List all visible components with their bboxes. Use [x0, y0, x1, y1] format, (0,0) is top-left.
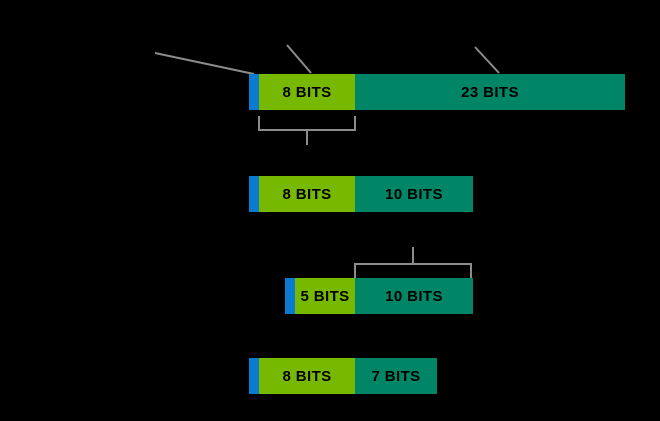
leader-line-sign: [154, 52, 255, 75]
segment-mantissa[interactable]: 7 BITS: [355, 358, 437, 394]
segment-label: 7 BITS: [371, 367, 421, 385]
bit-field-row: 8 BITS 23 BITS: [249, 74, 625, 110]
segment-mantissa[interactable]: 10 BITS: [355, 176, 473, 212]
segment-exponent[interactable]: 5 BITS: [295, 278, 355, 314]
leader-line-mantissa: [474, 46, 500, 74]
segment-exponent[interactable]: 8 BITS: [259, 358, 355, 394]
segment-label: 10 BITS: [385, 185, 443, 203]
brace-above-row3: [354, 247, 472, 278]
leader-line-exponent: [286, 44, 312, 74]
segment-exponent[interactable]: 8 BITS: [259, 176, 355, 212]
segment-label: 5 BITS: [300, 287, 350, 305]
bit-field-row: 8 BITS 10 BITS: [249, 176, 473, 212]
segment-mantissa[interactable]: 23 BITS: [355, 74, 625, 110]
brace-below-row1: [258, 116, 356, 145]
segment-exponent[interactable]: 8 BITS: [259, 74, 355, 110]
segment-sign[interactable]: [249, 176, 259, 212]
bit-field-row: 5 BITS 10 BITS: [285, 278, 473, 314]
segment-sign[interactable]: [285, 278, 295, 314]
segment-label: 8 BITS: [282, 83, 332, 101]
segment-label: 8 BITS: [282, 367, 332, 385]
segment-label: 8 BITS: [282, 185, 332, 203]
segment-mantissa[interactable]: 10 BITS: [355, 278, 473, 314]
bit-field-row: 8 BITS 7 BITS: [249, 358, 437, 394]
segment-label: 10 BITS: [385, 287, 443, 305]
segment-label: 23 BITS: [461, 83, 519, 101]
segment-sign[interactable]: [249, 358, 259, 394]
segment-sign[interactable]: [249, 74, 259, 110]
